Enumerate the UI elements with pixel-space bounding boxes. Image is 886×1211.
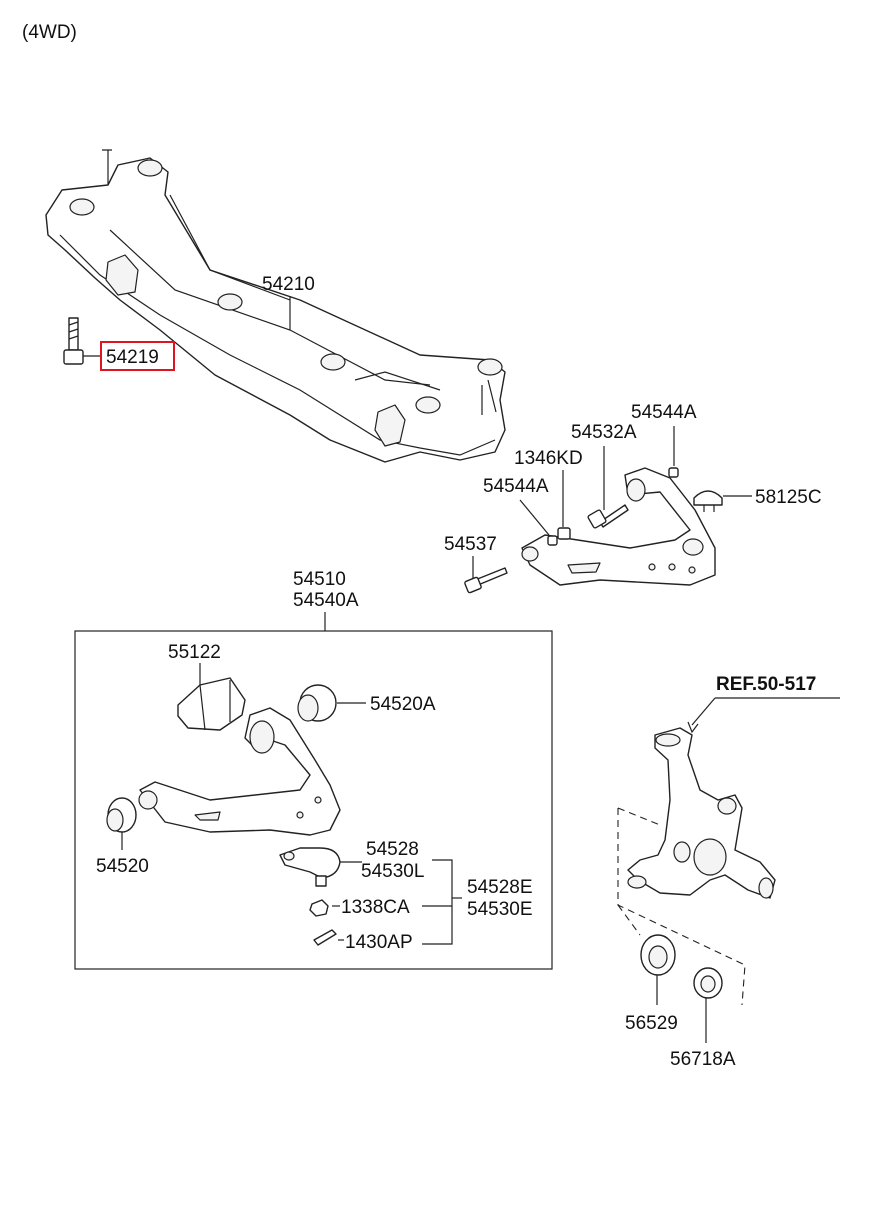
callout-54219[interactable]: 54219 bbox=[106, 347, 159, 368]
steering-knuckle-part bbox=[627, 727, 776, 899]
callout-54544a-top[interactable]: 54544A bbox=[631, 402, 697, 423]
callout-56718a[interactable]: 56718A bbox=[670, 1049, 736, 1070]
callout-54537[interactable]: 54537 bbox=[444, 534, 497, 555]
bushing-55122-part bbox=[177, 677, 246, 731]
bolt-54537-part bbox=[464, 567, 508, 594]
callout-54530e[interactable]: 54530E bbox=[467, 899, 533, 920]
callout-54540a[interactable]: 54540A bbox=[293, 590, 359, 611]
bolt-54532a-part bbox=[587, 504, 629, 529]
bolt-54219-part bbox=[63, 317, 84, 365]
callout-56529[interactable]: 56529 bbox=[625, 1013, 678, 1034]
callout-54528[interactable]: 54528 bbox=[366, 839, 419, 860]
cotter-pin-1430ap-part bbox=[313, 929, 337, 946]
nut-1338ca-part bbox=[309, 899, 329, 917]
callout-54520[interactable]: 54520 bbox=[96, 856, 149, 877]
callout-54510[interactable]: 54510 bbox=[293, 569, 346, 590]
nut-1346kd-part bbox=[557, 527, 571, 540]
ball-joint-cap-58125c-part bbox=[693, 490, 723, 512]
lower-arm-kit-frame bbox=[74, 630, 553, 970]
lower-control-arm-part bbox=[138, 707, 341, 836]
bushing-54520a-part bbox=[297, 684, 337, 722]
header-variant: (4WD) bbox=[22, 22, 77, 43]
callout-58125c[interactable]: 58125C bbox=[755, 487, 822, 508]
callout-1346kd[interactable]: 1346KD bbox=[514, 448, 583, 469]
seal-56718a-part bbox=[693, 967, 723, 999]
callout-54532a[interactable]: 54532A bbox=[571, 422, 637, 443]
callout-ref-50-517[interactable]: REF.50-517 bbox=[716, 674, 816, 695]
callout-54210[interactable]: 54210 bbox=[262, 274, 315, 295]
ball-joint-54528-part bbox=[279, 847, 341, 887]
upper-control-arm-part bbox=[521, 467, 716, 586]
crossmember-part bbox=[45, 149, 506, 463]
callout-54530l[interactable]: 54530L bbox=[361, 861, 424, 882]
callout-54528e[interactable]: 54528E bbox=[467, 877, 533, 898]
highlight-box-54219 bbox=[100, 341, 175, 371]
callout-54544a-mid[interactable]: 54544A bbox=[483, 476, 549, 497]
callout-55122[interactable]: 55122 bbox=[168, 642, 221, 663]
seal-56529-part bbox=[640, 934, 676, 976]
callout-1430ap[interactable]: 1430AP bbox=[345, 932, 413, 953]
bushing-54520-part bbox=[106, 797, 137, 833]
nut-54544a-top-part bbox=[668, 467, 679, 478]
nut-54544a-mid-part bbox=[547, 535, 558, 546]
callout-1338ca[interactable]: 1338CA bbox=[341, 897, 410, 918]
callout-54520a[interactable]: 54520A bbox=[370, 694, 436, 715]
